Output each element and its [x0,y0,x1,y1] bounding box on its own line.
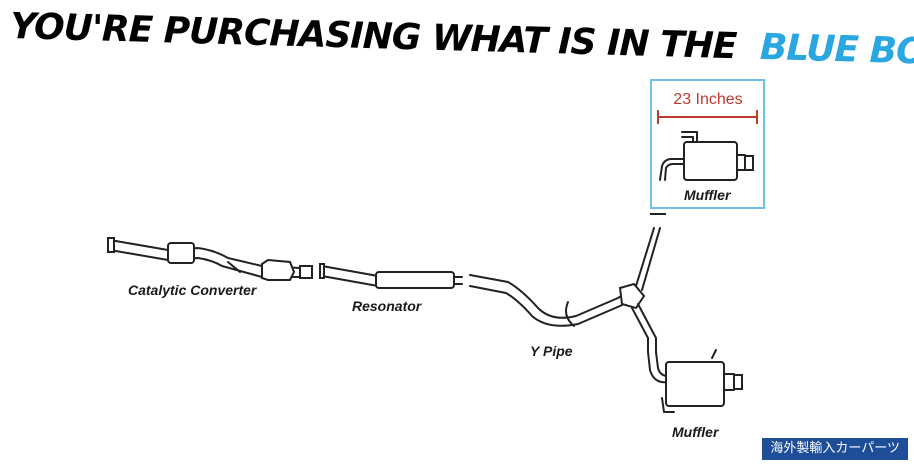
muffler-boxed-drawing [659,131,754,181]
resonator-drawing [319,263,463,289]
y-pipe-label: Y Pipe [530,343,573,359]
catalytic-converter-label: Catalytic Converter [128,282,258,298]
muffler-boxed-label: Muffler [684,187,732,203]
headline-highlight: BLUE BOX [759,27,914,73]
muffler-lower-drawing [647,349,743,413]
catalytic-converter-drawing [107,237,313,281]
watermark-badge: 海外製輸入カーパーツ [762,438,908,460]
dimension-line [657,110,758,124]
y-pipe-drawing [469,213,666,353]
dimension-label: 23 Inches [673,91,742,108]
headline-prefix: YOU'RE PURCHASING WHAT IS IN THE [10,6,739,67]
blue-box [650,79,765,209]
muffler-lower-label: Muffler [672,424,720,440]
headline: YOU'RE PURCHASING WHAT IS IN THE BLUE BO… [10,6,914,73]
resonator-label: Resonator [352,298,423,314]
